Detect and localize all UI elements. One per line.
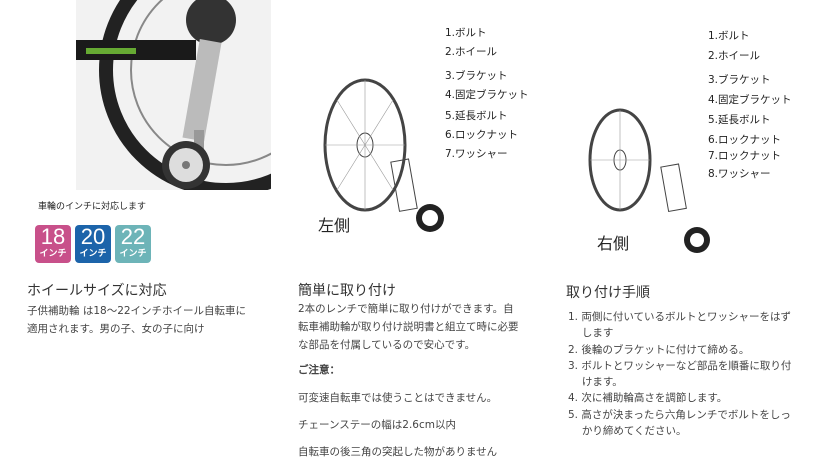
wheel-size-note: 車輪のインチに対応します — [38, 202, 147, 212]
part-label: 1.ボルト — [445, 27, 487, 39]
part-label: 3.ブラケット — [445, 70, 508, 82]
wheel-size-title: ホイールサイズに対応 — [27, 283, 167, 299]
part-label: 8.ワッシャー — [708, 168, 771, 180]
right-side-label: 右側 — [597, 234, 630, 253]
part-label: 4.固定ブラケット — [708, 94, 792, 106]
step: 4. 次に補助輪高さを調節します。 — [568, 392, 728, 405]
step: かり締めてください。 — [568, 425, 687, 438]
part-label: 1.ボルト — [708, 30, 750, 42]
part-label: 6.ロックナット — [445, 129, 519, 141]
caution-note: 自転車の後三角の突起した物がありません — [298, 446, 498, 458]
part-label: 5.延長ボルト — [708, 114, 771, 126]
install-steps-title: 取り付け手順 — [566, 285, 650, 301]
part-label: 5.延長ボルト — [445, 110, 508, 122]
easy-install-title: 簡単に取り付け — [298, 283, 396, 299]
part-label: 4.固定ブラケット — [445, 89, 529, 101]
left-side-label: 左側 — [318, 216, 351, 235]
step: 5. 高さが決まったら六角レンチでボルトをしっ — [568, 408, 791, 421]
caution-note: 可変速自転車では使うことはできません。 — [298, 392, 498, 404]
step: けます。 — [568, 376, 623, 389]
part-label: 7.ワッシャー — [445, 148, 508, 160]
step: します — [568, 327, 614, 340]
part-label: 2.ホイール — [445, 46, 498, 58]
install-steps-list: 1. 両側に付いているボルトとワッシャーをはず します 2. 後輪のブラケットに… — [568, 309, 791, 439]
step: 2. 後輪のブラケットに付けて締める。 — [568, 343, 750, 356]
easy-install-description: 2本のレンチで簡単に取り付けができます。自転車補助輪が取り付け説明書と組立て時に… — [298, 303, 519, 351]
part-label: 7.ロックナット — [708, 150, 782, 162]
right-side-diagram — [588, 108, 710, 253]
caution-heading: ご注意： — [298, 364, 340, 376]
step: 1. 両側に付いているボルトとワッシャーをはず — [568, 311, 792, 323]
step: 3. ボルトとワッシャーなど部品を順番に取り付 — [568, 359, 792, 372]
bike-training-wheel-photo — [76, 0, 271, 190]
part-label: 3.ブラケット — [708, 74, 771, 86]
wheel-size-description: 子供補助輪 は18～22インチホイール自転車に適用されます。男の子、女の子に向け — [27, 305, 247, 335]
caution-note: チェーンステーの幅は2.6cm以内 — [298, 419, 456, 431]
left-side-diagram — [323, 78, 444, 232]
part-label: 2.ホイール — [708, 50, 761, 62]
part-label: 6.ロックナット — [708, 134, 782, 146]
